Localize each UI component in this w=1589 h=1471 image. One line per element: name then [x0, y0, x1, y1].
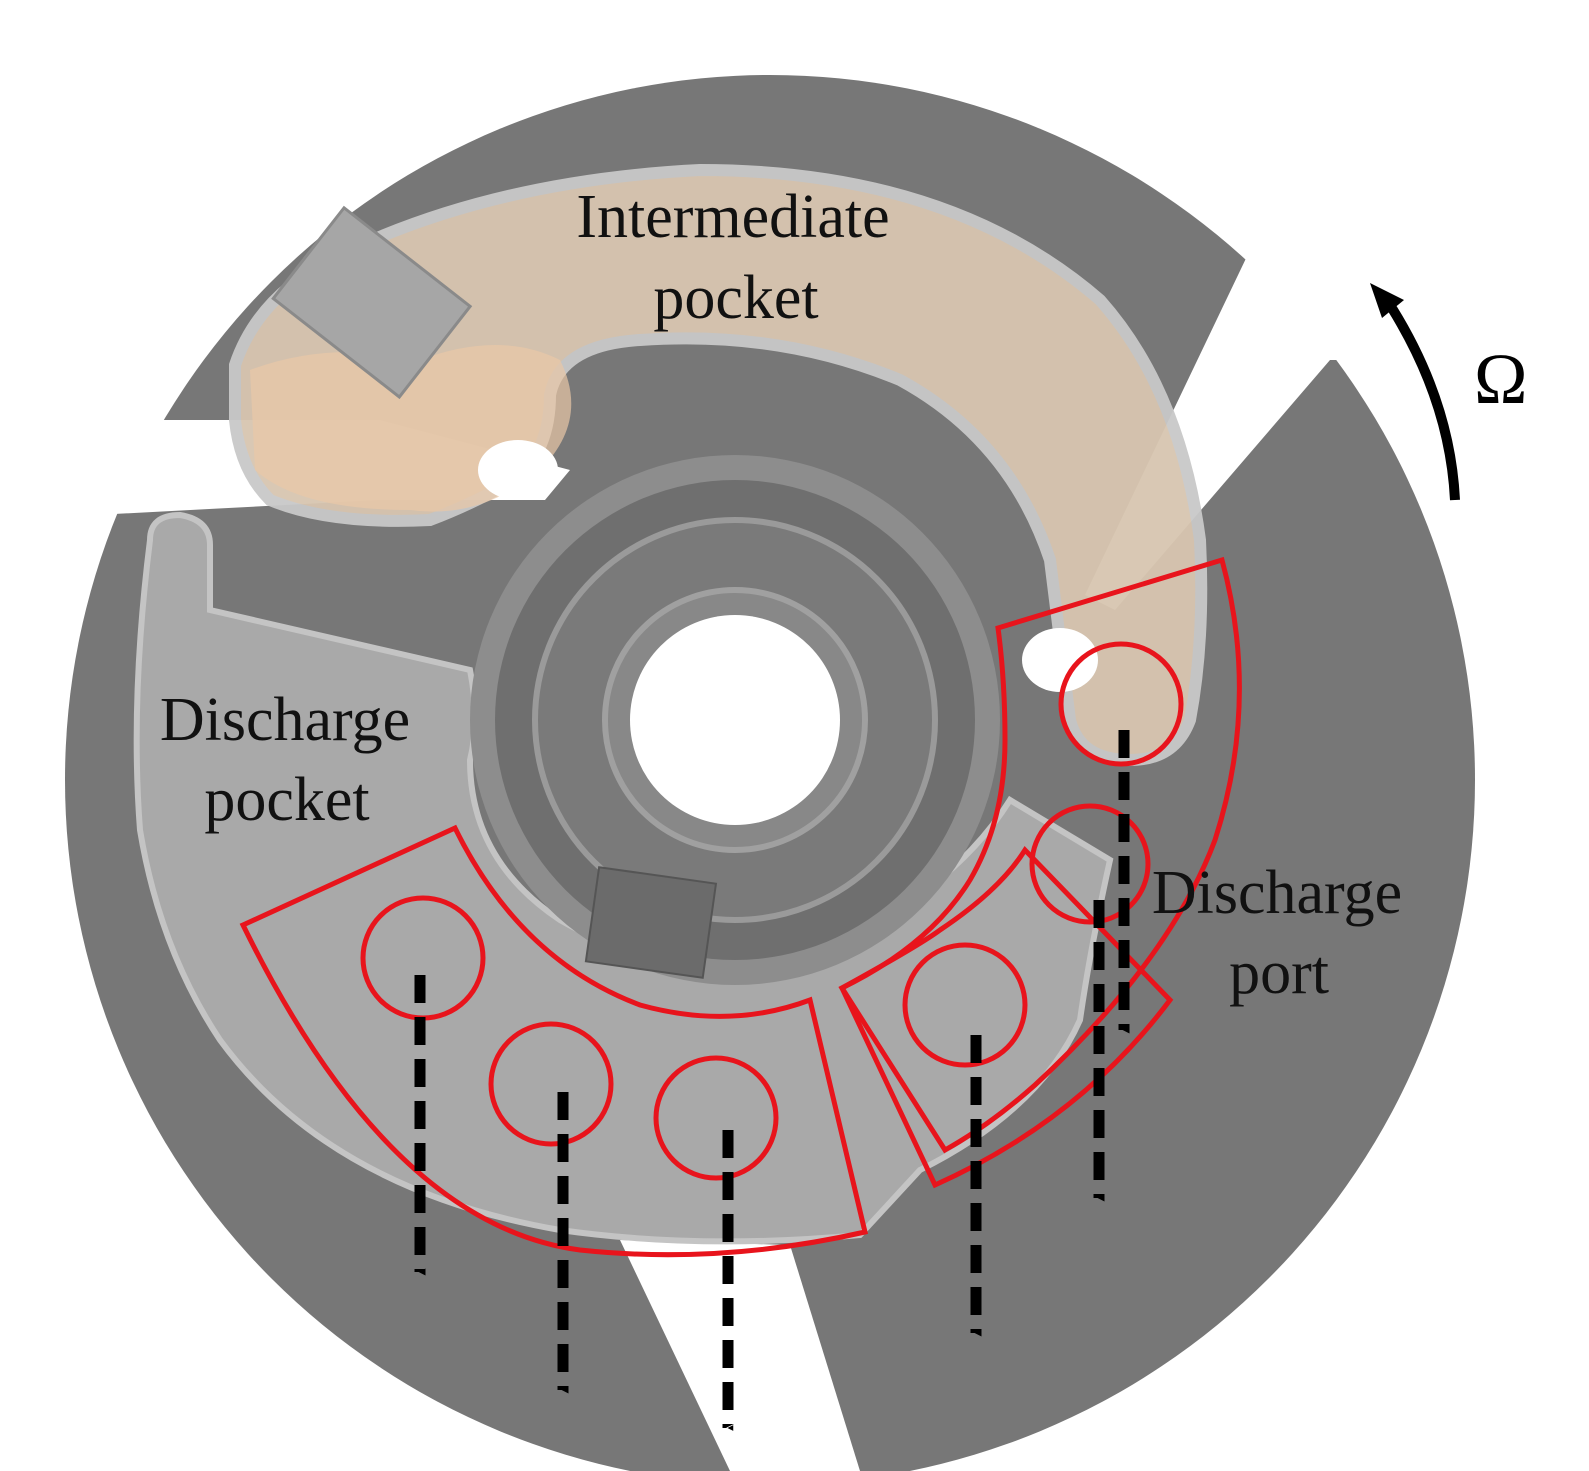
discharge-port-label-line2: port	[1229, 939, 1329, 1007]
discharge-pocket-label: Discharge pocket	[160, 686, 410, 834]
intermediate-pocket-label: Intermediate pocket	[576, 183, 889, 332]
intermediate-label-line1: Intermediate	[576, 183, 889, 251]
curved-arrow-icon	[1370, 283, 1460, 501]
pocket-hole-left	[478, 440, 558, 500]
discharge-port-label-line1: Discharge	[1152, 859, 1402, 927]
port-circle-4	[902, 942, 1028, 1068]
center-hole	[630, 615, 840, 825]
rotation-symbol: Ω	[1474, 339, 1528, 419]
port-circle-3	[653, 1055, 779, 1181]
port-circle-6	[1058, 641, 1184, 767]
slot-upper-right	[1085, 120, 1589, 610]
vane	[271, 205, 473, 400]
discharge-pocket-label-line2: pocket	[204, 766, 369, 834]
flow-arrows	[414, 730, 1130, 1428]
hub	[470, 455, 1000, 985]
port-sector-middle	[838, 845, 1174, 1189]
port-sector-right	[838, 556, 1242, 1154]
slot-bottom	[620, 1240, 860, 1471]
discharge-port-label: Discharge port	[1152, 859, 1402, 1007]
discharge-pocket-region	[133, 511, 1114, 1245]
discharge-pocket-label-line1: Discharge	[160, 686, 410, 754]
intermediate-label-line2: pocket	[653, 264, 818, 332]
port-circle-5	[1029, 803, 1151, 925]
port-circle-2	[488, 1021, 614, 1147]
pocket-hole-right	[1022, 628, 1098, 692]
